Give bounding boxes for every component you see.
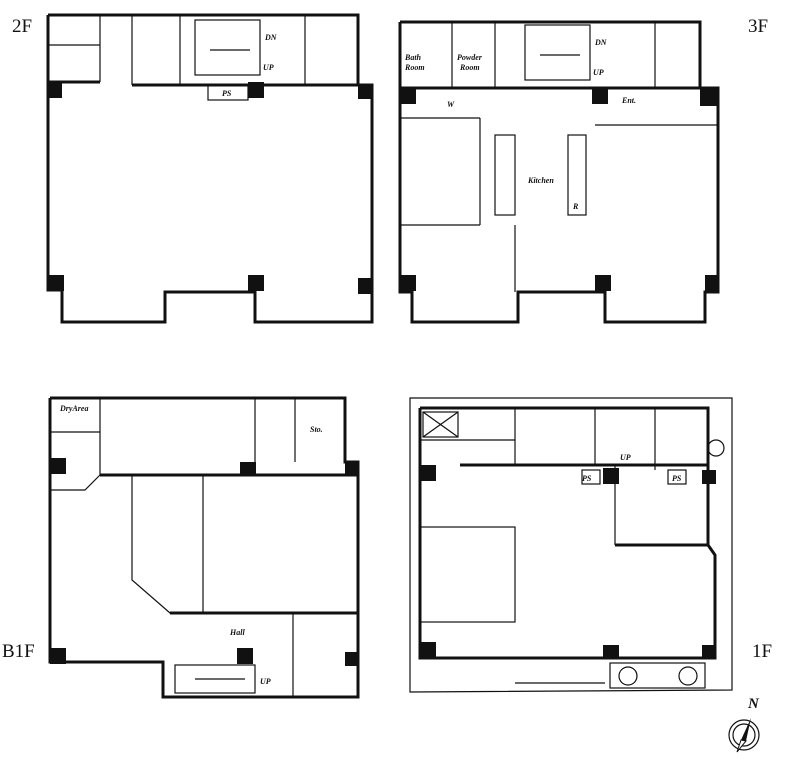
powder-label-2: Room xyxy=(459,63,480,72)
floor-1f: 1F UP PS PS xyxy=(409,397,772,693)
up-label: UP xyxy=(260,677,271,686)
ps-label-2: PS xyxy=(672,474,682,483)
w-label: W xyxy=(447,100,455,109)
dn-label: DN xyxy=(594,38,608,47)
ent-label: Ent. xyxy=(621,96,636,105)
floor-2f: 2F DN UP PS xyxy=(12,13,374,324)
storage-label: Sto. xyxy=(310,425,323,434)
compass-icon: N xyxy=(728,696,760,753)
floor-label-b1f: B1F xyxy=(2,641,35,662)
floor-label-2f: 2F xyxy=(12,16,32,37)
floor-b1f: B1F DryArea Sto. Hall UP xyxy=(2,396,360,699)
dn-label: DN xyxy=(264,33,278,42)
kitchen-label: Kitchen xyxy=(527,176,554,185)
floor-label-3f: 3F xyxy=(748,16,768,37)
floor-3f: 3F Bath Room Powder Room DN UP W Ent. Ki… xyxy=(398,16,768,324)
ps-label: PS xyxy=(222,89,232,98)
ps-label-1: PS xyxy=(582,474,592,483)
up-label: UP xyxy=(263,63,274,72)
hall-label: Hall xyxy=(229,628,245,637)
bath-label: Bath xyxy=(404,53,422,62)
r-label: R xyxy=(572,202,579,211)
up-label: UP xyxy=(620,453,631,462)
dryarea-label: DryArea xyxy=(59,404,88,413)
up-label: UP xyxy=(593,68,604,77)
bath-label-2: Room xyxy=(404,63,425,72)
floor-label-1f: 1F xyxy=(752,641,772,662)
powder-label: Powder xyxy=(457,53,483,62)
north-label: N xyxy=(747,696,760,712)
